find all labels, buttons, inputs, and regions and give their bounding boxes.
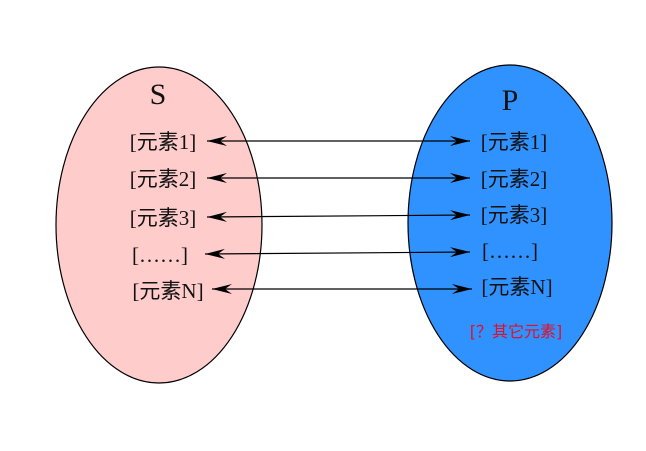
set-p-items: [元素1] [元素2] [元素3] [……] [元素N] [？其它元素] [470,130,563,341]
s-item: [元素3] [130,206,197,230]
s-item: [……] [132,243,188,267]
set-p-title: P [502,84,519,117]
p-item: [元素3] [481,203,548,227]
mapping-arrows [204,136,472,294]
p-item: [元素2] [481,167,548,191]
set-s-title: S [150,78,167,111]
s-item: [元素1] [130,130,197,154]
s-item: [元素N] [132,279,203,303]
p-item: [元素N] [481,275,552,299]
s-item: [元素2] [130,167,197,191]
p-item: [……] [482,239,538,263]
set-s-ellipse [55,66,263,384]
set-s-items: [元素1] [元素2] [元素3] [……] [元素N] [130,130,204,303]
arrow-3 [206,210,471,222]
p-item: [元素1] [481,130,548,154]
arrow-4 [204,247,471,259]
p-other-elements: [？其它元素] [470,322,563,341]
